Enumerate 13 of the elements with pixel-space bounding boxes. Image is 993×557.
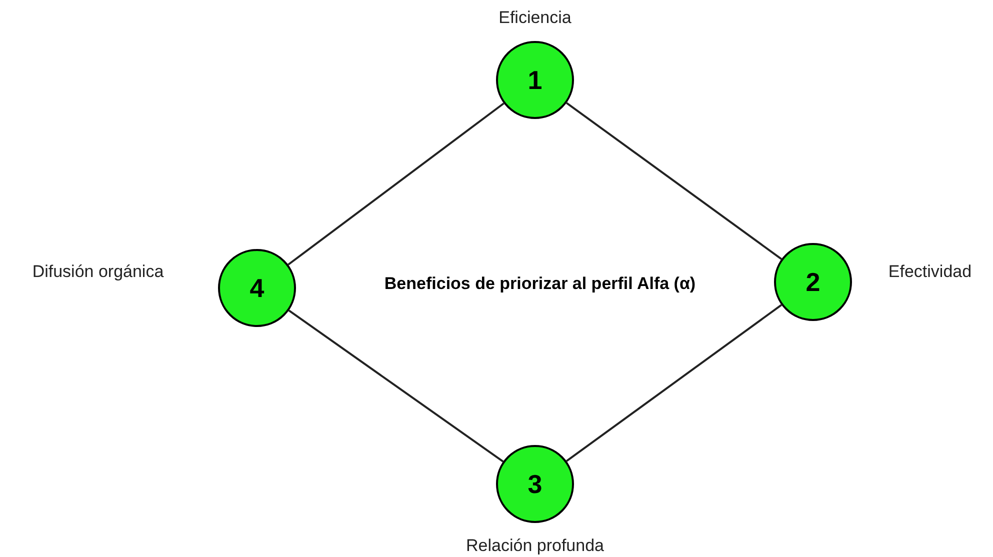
node-number: 2	[806, 266, 820, 298]
connector-line	[566, 304, 782, 462]
connector-line	[288, 102, 504, 266]
node-caption: Eficiencia	[498, 8, 572, 28]
connector-line	[288, 310, 504, 462]
node-caption: Difusión orgánica	[31, 262, 165, 282]
center-heading: Beneficios de priorizar al perfil Alfa (α)	[383, 273, 697, 295]
node-caption: Efectividad	[887, 262, 973, 282]
node-caption: Relación profunda	[465, 536, 605, 556]
connector-line	[566, 102, 782, 260]
node-number: 1	[528, 64, 542, 96]
node-number: 4	[250, 272, 264, 304]
node-number: 3	[528, 468, 542, 500]
